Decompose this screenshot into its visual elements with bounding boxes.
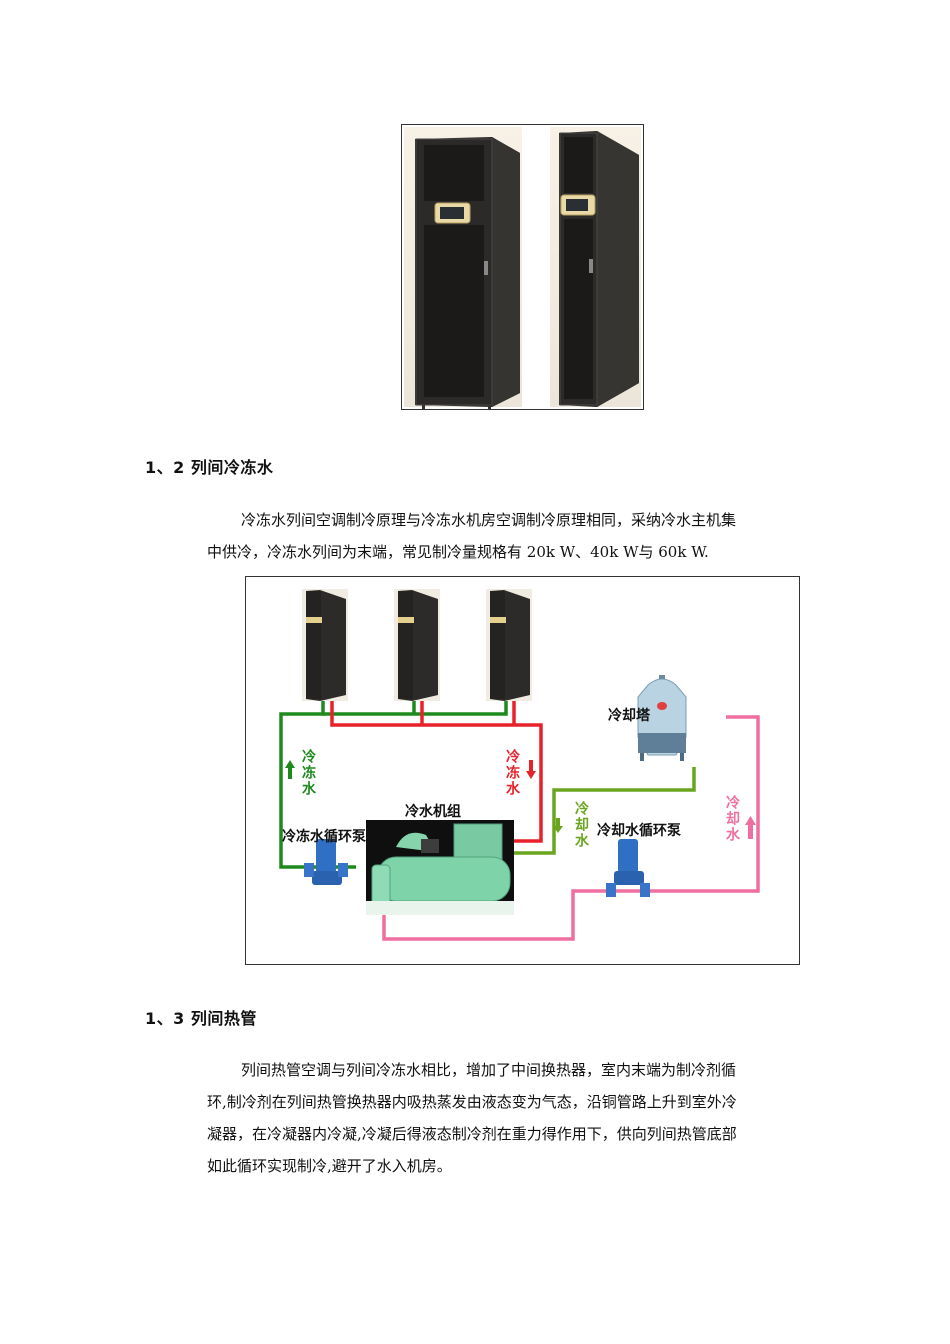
arrow-up-icon — [285, 760, 295, 779]
cooling-water-supply-label: 冷却水 — [573, 801, 589, 849]
cabinet-unit-2 — [394, 589, 440, 701]
chilled-water-return-label: 冷冻水 — [300, 749, 316, 797]
section-1-2-paragraph: 冷冻水列间空调制冷原理与冷冻水机房空调制冷原理相同，采纳冷水主机集 中供冷，冷冻… — [207, 504, 807, 568]
arrow-up-icon — [745, 816, 756, 839]
paragraph-line: 如此循环实现制冷,避开了水入机房。 — [207, 1157, 452, 1175]
chiller-label: 冷水机组 — [405, 804, 461, 820]
section-1-3-paragraph: 列间热管空调与列间冷冻水相比，增加了中间换热器，室内末端为制冷剂循 环,制冷剂在… — [207, 1054, 807, 1182]
chiller-unit-image — [366, 820, 514, 915]
section-heading-1-3: 1、3 列间热管 — [145, 1009, 257, 1028]
paragraph-line: 中供冷，冷冻水列间为末端，常见制冷量规格有 20k W、40k W与 60k W… — [207, 543, 709, 561]
paragraph-line: 凝器，在冷凝器内冷凝,冷凝后得液态制冷剂在重力得作用下，供向列间热管底部 — [207, 1125, 737, 1143]
cabinet-unit-3 — [486, 589, 532, 701]
cooling-return-pipe — [382, 715, 760, 941]
paragraph-line: 列间热管空调与列间冷冻水相比，增加了中间换热器，室内末端为制冷剂循 — [241, 1061, 737, 1079]
paragraph-line: 冷冻水列间空调制冷原理与冷冻水机房空调制冷原理相同，采纳冷水主机集 — [241, 511, 737, 529]
product-photo — [401, 124, 644, 410]
arrow-down-icon — [553, 818, 563, 833]
cabinet-unit-1 — [302, 589, 348, 701]
cooling-water-return-label: 冷却水 — [724, 795, 740, 843]
cabinets-image — [404, 127, 641, 409]
cooling-tower-label: 冷却塔 — [608, 708, 650, 724]
chilled-water-supply-label: 冷冻水 — [504, 749, 520, 797]
chilled-pump-label: 冷冻水循环泵 — [282, 829, 366, 845]
cabinet-narrow — [559, 131, 639, 407]
section-heading-1-2: 1、2 列间冷冻水 — [145, 458, 274, 477]
paragraph-line: 环,制冷剂在列间热管换热器内吸热蒸发由液态变为气态，沿铜管路上升到室外冷 — [207, 1093, 737, 1111]
cabinet-wide — [415, 137, 520, 409]
arrow-down-icon — [526, 760, 536, 779]
cooling-tower-image — [637, 675, 687, 761]
cooling-pump-image — [606, 839, 650, 897]
cooling-pump-label: 冷却水循环泵 — [597, 823, 681, 839]
chilled-water-system-diagram: 冷却塔 冷水机组 冷冻水循环泵 冷却水循环泵 冷冻水 冷冻水 冷却水 冷却水 — [245, 576, 800, 965]
cooling-supply-pipe — [514, 767, 696, 855]
chilled-supply-pipe — [330, 701, 543, 843]
diagram-canvas — [279, 589, 760, 941]
chilled-pump-image — [304, 839, 348, 885]
